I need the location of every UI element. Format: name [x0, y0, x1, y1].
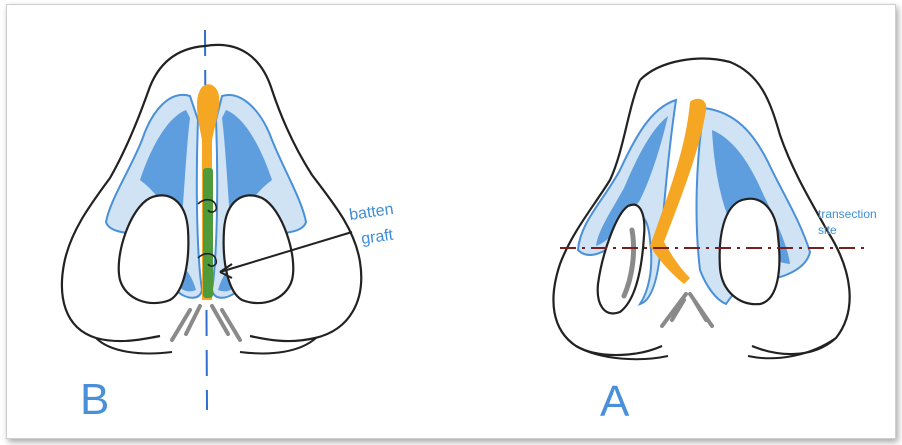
panel-a: transection site A: [553, 59, 876, 426]
panel-b: batten graft B: [62, 30, 395, 424]
panel-letter-b: B: [80, 375, 109, 424]
nostril-right-a: [720, 199, 780, 304]
batten-graft: [203, 168, 213, 298]
transection-label-line2: site: [818, 223, 837, 237]
columella-strokes-a: [662, 294, 712, 326]
graft-label-line1: batten: [348, 201, 394, 224]
panel-letter-a: A: [600, 377, 630, 426]
graft-label-line2: graft: [360, 227, 395, 248]
transection-label-line1: transection: [818, 207, 877, 221]
